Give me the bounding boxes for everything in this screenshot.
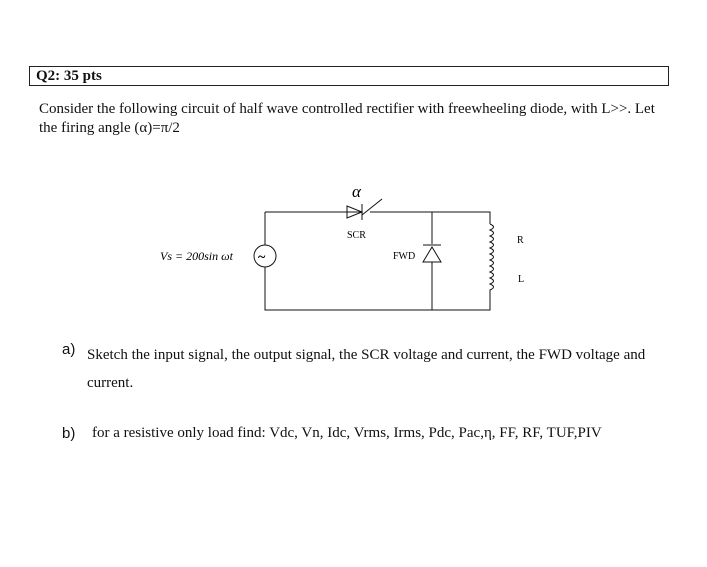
- question-header-box: Q2: 35 pts: [29, 66, 669, 86]
- load-inductor-coil: [488, 223, 494, 292]
- part-b-letter: b): [62, 425, 76, 442]
- part-b-text: for a resistive only load find: Vdc, Vn,…: [92, 425, 602, 441]
- ac-source-icon: [253, 244, 277, 268]
- ac-source-symbol: ~: [258, 250, 266, 265]
- part-a-text: Sketch the input signal, the output sign…: [87, 347, 646, 391]
- r-label: R: [517, 235, 524, 246]
- question-title: Q2: 35 pts: [36, 68, 102, 84]
- bottom-wire: [264, 267, 491, 311]
- scr-gate-lead: [361, 198, 383, 216]
- l-label: L: [518, 274, 524, 285]
- fwd-label: FWD: [393, 251, 415, 262]
- scr-symbol: [346, 198, 383, 220]
- part-a-letter: a): [62, 341, 76, 358]
- alpha-label: α: [352, 182, 362, 201]
- rectifier-circuit-diagram: α SCR ~ Vs = 200sin ωt FWD R L: [160, 182, 524, 311]
- question-intro: Consider the following circuit of half w…: [39, 101, 655, 136]
- source-label: Vs = 200sin ωt: [160, 249, 234, 263]
- top-wire-right: [370, 211, 491, 224]
- circuit-wires: [264, 211, 491, 311]
- scr-label: SCR: [347, 230, 366, 241]
- fwd-diode-symbol: [422, 244, 442, 263]
